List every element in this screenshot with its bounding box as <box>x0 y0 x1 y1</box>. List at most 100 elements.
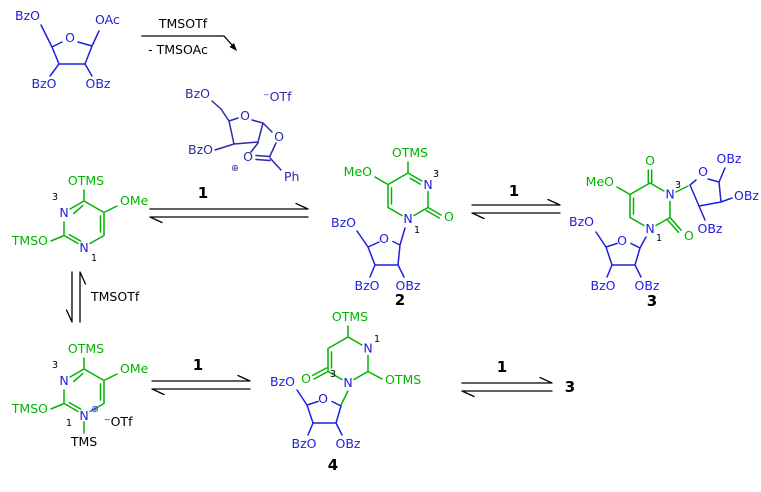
silyl-base: OTMS 3 N OMe TMSO N 1 <box>11 173 149 264</box>
equilibrium-1: 1 <box>149 184 309 224</box>
label-triflate: ⁻OTf <box>104 414 133 429</box>
label-tmso: TMSO <box>11 401 48 416</box>
plus-charge: ⊕ <box>231 163 239 174</box>
carbonyl-oxygen: O <box>684 228 694 243</box>
label-obz-bottom: OBz <box>86 76 111 91</box>
compound-2: OTMS 3 N MeO O N 1 BzO O BzO OBz 2 <box>331 145 454 309</box>
position-3: 3 <box>675 180 681 191</box>
arrowhead <box>229 43 237 51</box>
compound-3-number: 3 <box>647 292 657 310</box>
sugar-n1-bonds <box>595 231 647 278</box>
nitrogen-3: N <box>343 375 352 390</box>
label-byproduct: - TMSOAc <box>148 42 208 57</box>
label-obz-bottom-right: OBz <box>698 221 723 236</box>
ring-oxygen: O <box>65 30 75 45</box>
equilibrium-harpoons <box>65 271 87 323</box>
base-bonds <box>50 189 118 245</box>
over-arrow-compound-1: 1 <box>193 356 203 374</box>
label-reagent: TMSOTf <box>158 16 208 31</box>
nitrogen-3: N <box>59 205 68 220</box>
label-obz-bottom: OBz <box>336 436 361 451</box>
label-obz-top: OBz <box>717 151 742 166</box>
carbonyl-oxygen: O <box>444 209 454 224</box>
label-bzo-bottom: BzO <box>292 436 317 451</box>
equilibrium-harpoons <box>461 376 553 398</box>
dioxolane-oxygen-right: O <box>274 129 284 144</box>
position-1: 1 <box>374 334 380 345</box>
position-3: 3 <box>52 192 58 203</box>
label-otms: OTMS <box>392 145 428 160</box>
label-obz-bottom: OBz <box>396 278 421 293</box>
label-bzo-top: BzO <box>270 374 295 389</box>
silyl-base-triflate: OTMS 3 N OMe TMSO N ⊕ 1 ⁻OTf TMS <box>11 341 149 449</box>
sugar-n3-bonds <box>689 167 733 221</box>
equilibrium-harpoons <box>151 374 251 396</box>
position-1: 1 <box>414 225 420 236</box>
equilibrium-2: 1 <box>471 182 561 220</box>
product-compound-3: 3 <box>565 378 575 396</box>
nitrogen-1: N <box>403 211 412 226</box>
label-tmsotf: TMSOTf <box>90 289 140 304</box>
equilibrium-harpoons <box>149 202 309 224</box>
label-tms: TMS <box>70 434 97 449</box>
nitrogen-1: N <box>363 341 372 356</box>
sugar-bonds <box>296 389 343 436</box>
label-bzo-top: BzO <box>331 215 356 230</box>
position-3: 3 <box>52 360 58 371</box>
compound-4-number: 4 <box>328 456 338 474</box>
activation-arrow: TMSOTf - TMSOAc <box>141 16 237 57</box>
acyloxonium-cation: BzO ⁻OTf O BzO O O ⊕ Ph <box>185 86 299 184</box>
ring-oxygen: O <box>318 391 328 406</box>
reaction-arrow <box>141 35 233 46</box>
label-bzo-bottom: BzO <box>355 278 380 293</box>
position-1: 1 <box>656 233 662 244</box>
nitrogen-3: N <box>665 187 674 202</box>
label-ph: Ph <box>284 169 299 184</box>
base-bonds <box>374 161 442 219</box>
label-bzo-top: BzO <box>569 214 594 229</box>
label-tmso: TMSO <box>11 233 48 248</box>
label-bzo-left: BzO <box>188 142 213 157</box>
base-bonds <box>616 169 689 234</box>
label-bzo-bottom: BzO <box>32 76 57 91</box>
label-bzo-bottom: BzO <box>591 278 616 293</box>
nitrogen-3: N <box>423 177 432 192</box>
carbonyl-oxygen: O <box>301 371 311 386</box>
label-obz-right: OBz <box>734 188 759 203</box>
nitrogen-1: N <box>645 221 654 236</box>
vertical-equilibrium: TMSOTf <box>65 271 140 323</box>
nitrogen-1: N <box>79 240 88 255</box>
label-ome: OMe <box>120 361 149 376</box>
label-otms: OTMS <box>68 341 104 356</box>
ring-oxygen: O <box>379 231 389 246</box>
ring-oxygen: O <box>240 108 250 123</box>
base-bonds <box>311 325 383 406</box>
label-oac: OAc <box>95 12 120 27</box>
sugar-acetate-bonds <box>40 24 100 77</box>
cation-bonds <box>211 100 282 171</box>
position-3: 3 <box>330 369 336 380</box>
ring-oxygen-n3-sugar: O <box>698 164 708 179</box>
ring-oxygen-n1-sugar: O <box>617 233 627 248</box>
over-arrow-compound-1: 1 <box>198 184 208 202</box>
position-3: 3 <box>433 169 439 180</box>
label-otms: OTMS <box>68 173 104 188</box>
label-bzo-top: BzO <box>15 8 40 23</box>
sugar-bonds <box>356 227 406 278</box>
compound-2-number: 2 <box>395 291 405 309</box>
compound-3: O 3 N MeO O N 1 OBz O OBz OBz BzO O BzO … <box>569 151 759 310</box>
equilibrium-3: 1 <box>151 356 251 396</box>
position-1: 1 <box>91 253 97 264</box>
equilibrium-harpoons <box>471 198 561 220</box>
label-otms-top: OTMS <box>332 309 368 324</box>
label-triflate: ⁻OTf <box>263 89 292 104</box>
label-meo: MeO <box>586 174 614 189</box>
nitrogen-1: N <box>79 408 88 423</box>
compound-4: OTMS 1 N OTMS N 3 O BzO O BzO OBz 4 <box>270 309 421 474</box>
over-arrow-compound-1: 1 <box>509 182 519 200</box>
plus-charge: ⊕ <box>91 404 99 415</box>
nitrogen-3: N <box>59 373 68 388</box>
sugar-acetate: BzO OAc O BzO OBz <box>15 8 120 91</box>
position-1: 1 <box>66 418 72 429</box>
